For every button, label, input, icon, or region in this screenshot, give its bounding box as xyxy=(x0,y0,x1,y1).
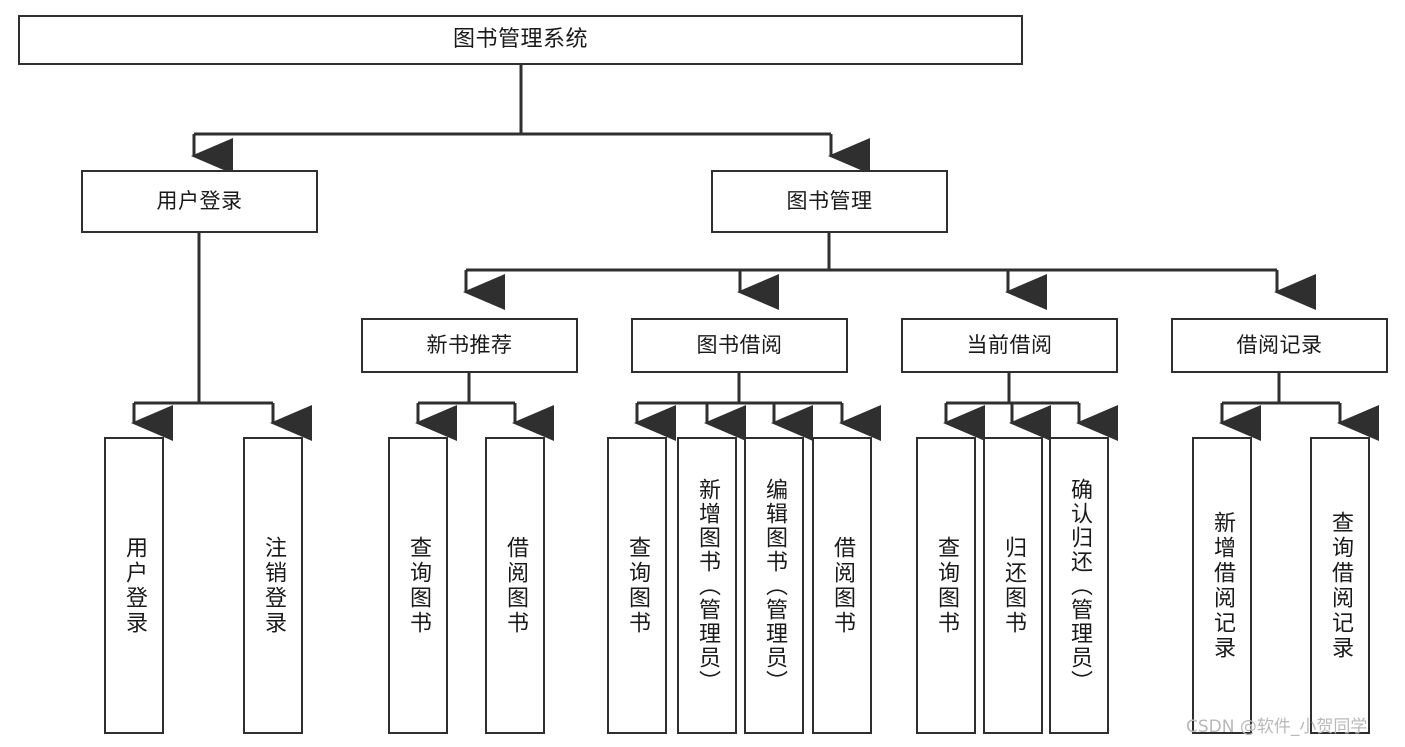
node-borrow-record[interactable]: 借阅记录 xyxy=(1171,318,1388,373)
node-label: 编辑图书（管理员） xyxy=(762,477,787,694)
node-label: 新书推荐 xyxy=(426,333,513,358)
node-label: 归还图书 xyxy=(1001,535,1026,636)
node-label: 当前借阅 xyxy=(966,333,1053,358)
leaf-add-borrow-record[interactable]: 新增借阅记录 xyxy=(1192,437,1252,734)
leaf-borrow-book[interactable]: 借阅图书 xyxy=(812,437,872,734)
leaf-confirm-return-admin[interactable]: 确认归还（管理员） xyxy=(1049,437,1109,734)
leaf-query-book-current[interactable]: 查询图书 xyxy=(916,437,976,734)
leaf-query-book-borrow[interactable]: 查询图书 xyxy=(607,437,667,734)
node-label: 用户登录 xyxy=(156,189,243,214)
node-label: 图书借阅 xyxy=(696,333,783,358)
node-label: 新增图书（管理员） xyxy=(695,477,720,694)
node-label: 借阅记录 xyxy=(1236,333,1323,358)
node-label: 注销登录 xyxy=(261,535,286,636)
node-label: 用户登录 xyxy=(122,535,147,636)
leaf-borrow-book-recommend[interactable]: 借阅图书 xyxy=(485,437,545,734)
leaf-edit-book-admin[interactable]: 编辑图书（管理员） xyxy=(744,437,804,734)
leaf-add-book-admin[interactable]: 新增图书（管理员） xyxy=(677,437,737,734)
node-root-book-management-system[interactable]: 图书管理系统 xyxy=(18,15,1023,65)
node-label: 新增借阅记录 xyxy=(1210,510,1235,661)
leaf-query-borrow-record[interactable]: 查询借阅记录 xyxy=(1310,437,1370,734)
node-label: 查询图书 xyxy=(934,535,959,636)
leaf-user-login[interactable]: 用户登录 xyxy=(104,437,164,734)
node-label: 借阅图书 xyxy=(830,535,855,636)
leaf-logout[interactable]: 注销登录 xyxy=(243,437,303,734)
leaf-return-book[interactable]: 归还图书 xyxy=(983,437,1043,734)
node-label: 确认归还（管理员） xyxy=(1067,477,1092,694)
node-label: 图书管理 xyxy=(786,189,873,214)
node-label: 图书管理系统 xyxy=(452,27,588,53)
leaf-query-book-recommend[interactable]: 查询图书 xyxy=(388,437,448,734)
node-new-book-recommendation[interactable]: 新书推荐 xyxy=(361,318,578,373)
node-label: 借阅图书 xyxy=(503,535,528,636)
csdn-watermark: CSDN @软件_小贺同学 xyxy=(1186,717,1368,737)
node-current-borrow[interactable]: 当前借阅 xyxy=(901,318,1118,373)
node-label: 查询借阅记录 xyxy=(1328,510,1353,661)
node-book-borrow[interactable]: 图书借阅 xyxy=(631,318,848,373)
node-user-login[interactable]: 用户登录 xyxy=(81,170,318,233)
node-label: 查询图书 xyxy=(625,535,650,636)
node-label: 查询图书 xyxy=(406,535,431,636)
node-book-management[interactable]: 图书管理 xyxy=(711,170,948,233)
